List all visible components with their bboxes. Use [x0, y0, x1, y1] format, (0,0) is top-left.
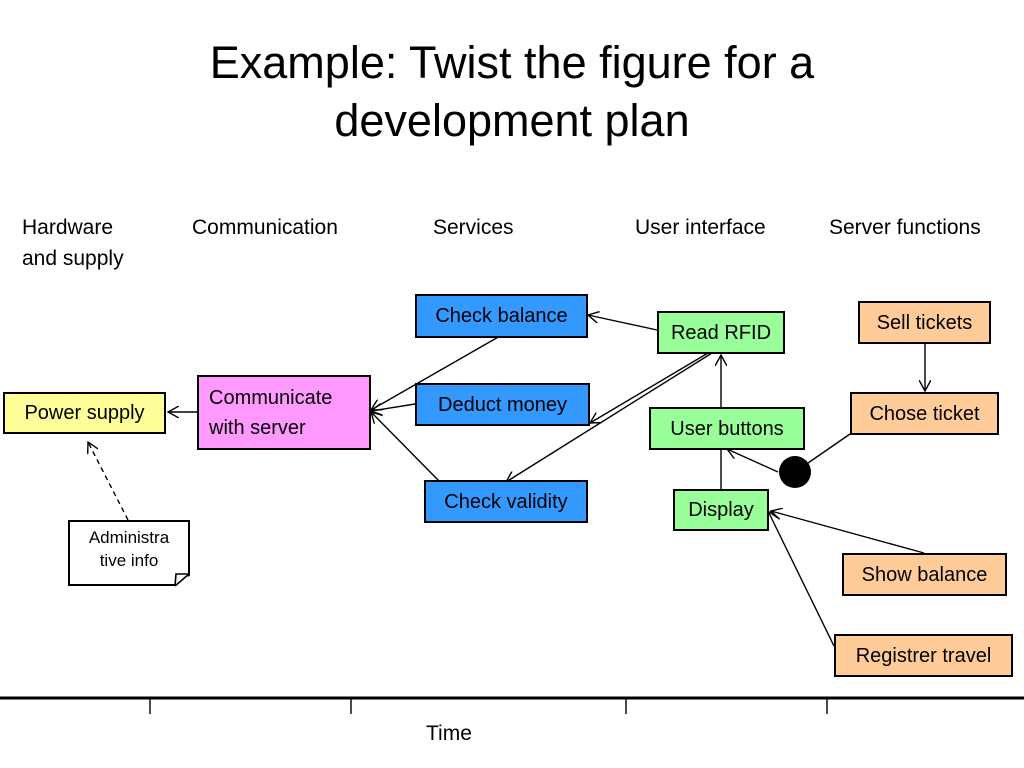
chose-ticket-box: Chose ticket	[850, 392, 999, 435]
column-header-hardware: Hardware and supply	[22, 216, 124, 270]
dashed-admin-to-power	[88, 442, 129, 521]
arrow-rfid-to-deduct	[590, 352, 709, 423]
arrow-checkbalance-to-communicate	[371, 335, 501, 410]
column-header-services: Services	[433, 216, 514, 239]
junction-dot	[779, 456, 811, 488]
column-header-user-interface: User interface	[635, 216, 766, 239]
display-box: Display	[673, 489, 769, 531]
user-buttons-box: User buttons	[649, 407, 805, 450]
communicate-with-server-box: Communicate with server	[197, 375, 371, 450]
time-axis-label: Time	[426, 722, 472, 745]
check-balance-box: Check balance	[415, 294, 588, 338]
arrow-rfid-to-validity	[506, 352, 713, 482]
read-rfid-box: Read RFID	[657, 311, 785, 354]
column-header-communication: Communication	[192, 216, 338, 239]
slide-title: Example: Twist the figure for a developm…	[209, 37, 815, 146]
check-validity-box: Check validity	[424, 480, 588, 523]
arrow-junction-to-buttons	[727, 449, 779, 473]
power-supply-box: Power supply	[3, 392, 166, 434]
arrow-showbalance-to-display	[771, 511, 925, 554]
administrative-info-note: Administra tive info	[68, 520, 190, 586]
registrer-travel-box: Registrer travel	[834, 634, 1013, 677]
arrow-validity-to-communicate	[371, 412, 441, 483]
arrow-deduct-to-communicate	[371, 403, 416, 411]
arrow-registrer-to-display	[768, 511, 835, 647]
column-header-server-functions: Server functions	[829, 216, 981, 239]
sell-tickets-box: Sell tickets	[858, 301, 991, 344]
show-balance-box: Show balance	[842, 553, 1007, 596]
deduct-money-box: Deduct money	[415, 383, 590, 426]
arrow-rfid-to-checkbalance	[588, 315, 658, 331]
